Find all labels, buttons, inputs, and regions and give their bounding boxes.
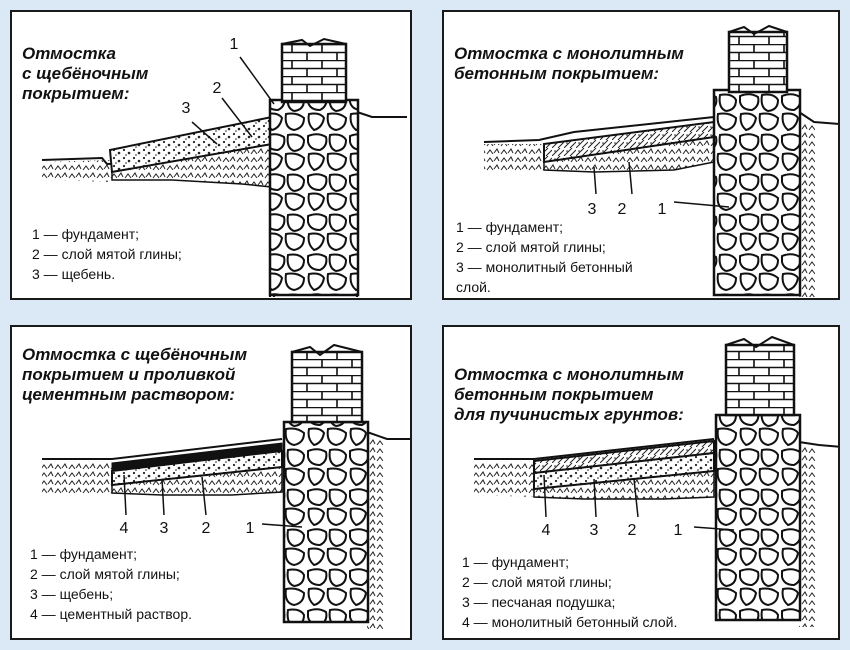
- blind-area-cross-section-1: [41, 37, 407, 298]
- callout-label: 4: [119, 520, 129, 537]
- legend-item: 4 — монолитный бетонный слой.: [462, 614, 678, 630]
- panel-2-title-line: бетонным покрытием:: [454, 64, 660, 83]
- panel-4-title-line: для пучинистых грунтов:: [454, 405, 684, 424]
- legend-item: 1 — фундамент;: [32, 226, 140, 242]
- panel-4-legend: 1 — фундамент; 2 — слой мятой глины; 3 —…: [462, 552, 677, 632]
- panel-3-title-line: покрытием и проливкой: [22, 365, 236, 384]
- panel-1-title: Отмостка с щебёночным покрытием:: [22, 44, 148, 104]
- blind-area-cross-section-3: [42, 343, 410, 629]
- callout-label: 3: [589, 522, 599, 539]
- panel-2-legend: 1 — фундамент; 2 — слой мятой глины; 3 —…: [456, 217, 633, 297]
- panel-3-title-line: Отмостка с щебёночным: [22, 345, 248, 364]
- legend-item: 1 — фундамент;: [30, 546, 138, 562]
- diagram-gravel-blind-area: Отмостка с щебёночным покрытием: 1 2 3 1…: [10, 10, 412, 300]
- panel-4-title-line: Отмостка с монолитным: [454, 365, 684, 384]
- legend-item: 3 — щебень.: [32, 266, 116, 282]
- panel-2-title-line: Отмостка с монолитным: [454, 44, 684, 63]
- callout-label: 1: [245, 520, 255, 537]
- panel-1-title-line: Отмостка: [22, 44, 116, 63]
- callout-label: 3: [159, 520, 169, 537]
- callout-label: 2: [201, 520, 211, 537]
- legend-item: 2 — слой мятой глины;: [30, 566, 180, 582]
- legend-item: 1 — фундамент;: [456, 219, 564, 235]
- legend-item: 3 — песчаная подушка;: [462, 594, 616, 610]
- legend-item: 2 — слой мятой глины;: [462, 574, 612, 590]
- callout-label: 2: [627, 522, 637, 539]
- panel-2-title: Отмостка с монолитным бетонным покрытием…: [454, 44, 684, 84]
- panel-1-legend: 1 — фундамент; 2 — слой мятой глины; 3 —…: [32, 224, 182, 284]
- callout-label: 3: [181, 100, 191, 117]
- panel-3-title: Отмостка с щебёночным покрытием и пролив…: [22, 345, 247, 405]
- legend-item: 3 — щебень;: [30, 586, 114, 602]
- diagram-concrete-blind-area: Отмостка с монолитным бетонным покрытием…: [442, 10, 840, 300]
- legend-item: 2 — слой мятой глины;: [32, 246, 182, 262]
- legend-item: 4 — цементный раствор.: [30, 606, 192, 622]
- callout-label: 1: [657, 201, 667, 218]
- callout-label: 3: [587, 201, 597, 218]
- panel-4-title-line: бетонным покрытием: [454, 385, 654, 404]
- legend-item: слой.: [456, 279, 491, 295]
- callout-label: 4: [541, 522, 551, 539]
- legend-item: 2 — слой мятой глины;: [456, 239, 606, 255]
- blind-area-cross-section-4: [474, 335, 838, 627]
- panel-1-title-line: покрытием:: [22, 84, 130, 103]
- panel-3-title-line: цементным раствором:: [22, 385, 235, 404]
- panel-3-legend: 1 — фундамент; 2 — слой мятой глины; 3 —…: [30, 544, 192, 624]
- legend-item: 1 — фундамент;: [462, 554, 570, 570]
- callout-label: 1: [229, 36, 239, 53]
- diagram-gravel-cement-blind-area: Отмостка с щебёночным покрытием и пролив…: [10, 325, 412, 640]
- callout-label: 2: [212, 80, 222, 97]
- panel-4-title: Отмостка с монолитным бетонным покрытием…: [454, 365, 684, 425]
- panel-1-title-line: с щебёночным: [22, 64, 149, 83]
- diagram-concrete-heaving-soil-blind-area: Отмостка с монолитным бетонным покрытием…: [442, 325, 840, 640]
- legend-item: 3 — монолитный бетонный: [456, 259, 633, 275]
- blind-area-cross-section-2: [483, 24, 838, 297]
- callout-label: 1: [673, 522, 683, 539]
- callout-label: 2: [617, 201, 627, 218]
